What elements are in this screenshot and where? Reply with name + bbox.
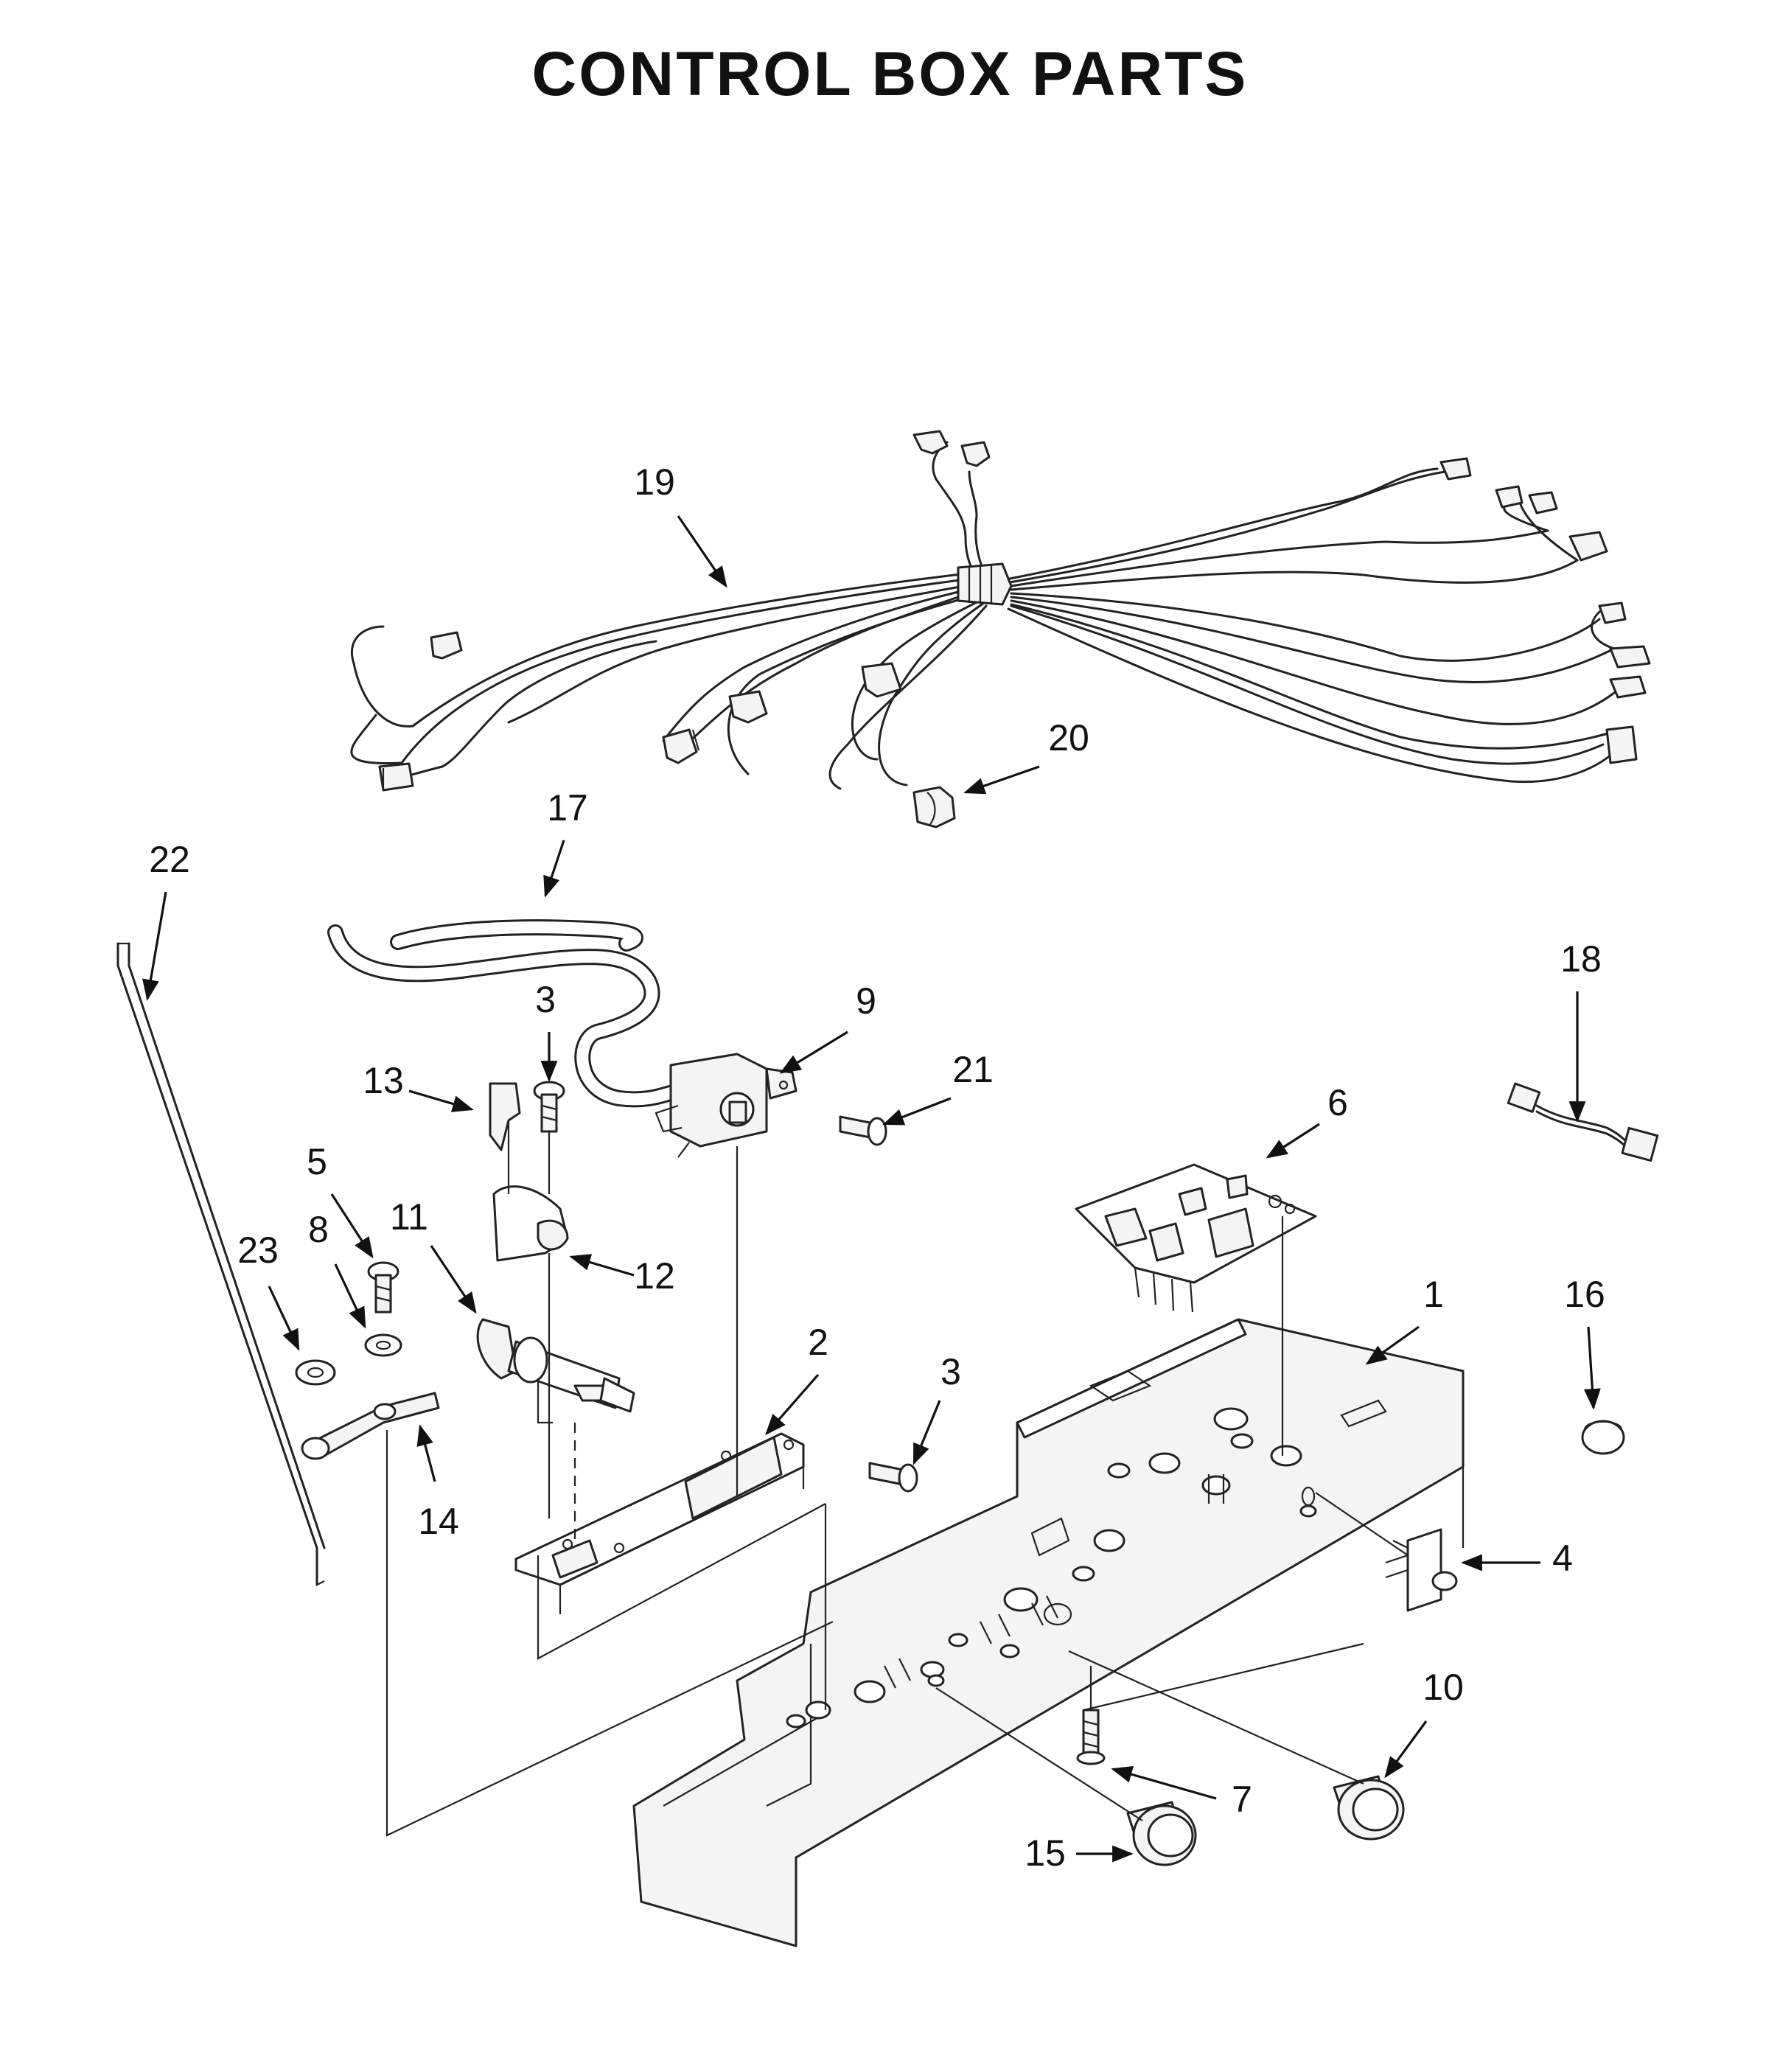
screw-5 — [367, 1261, 399, 1314]
screw-21 — [839, 1115, 887, 1146]
screw-3-left — [533, 1081, 565, 1133]
screw-7 — [1076, 1709, 1106, 1765]
callout-20: 20 — [1048, 717, 1089, 758]
callout-7: 7 — [1232, 1779, 1252, 1820]
thermistor-part — [912, 786, 956, 829]
wire-jumper — [1507, 1082, 1659, 1162]
clip-13 — [489, 1082, 521, 1151]
callout-2: 2 — [808, 1322, 828, 1363]
bracket-12 — [492, 1185, 569, 1262]
callout-3-right: 3 — [940, 1351, 961, 1392]
callout-23: 23 — [237, 1229, 279, 1271]
screw-3-right — [868, 1462, 918, 1493]
callout-1: 1 — [1423, 1274, 1444, 1315]
shaft-11 — [476, 1318, 635, 1413]
assembly-guide-lines — [385, 1120, 1409, 1837]
callout-22: 22 — [149, 839, 190, 880]
callout-13: 13 — [363, 1060, 404, 1101]
washer-8 — [364, 1333, 402, 1357]
wiring-harness — [350, 430, 1651, 792]
washer-23 — [295, 1359, 336, 1386]
control-knob-10 — [1333, 1775, 1405, 1841]
door-switch — [1385, 1528, 1458, 1612]
control-housing — [632, 1318, 1465, 1947]
control-board — [1075, 1163, 1317, 1313]
callout-8: 8 — [308, 1209, 329, 1250]
callout-3-left: 3 — [535, 979, 556, 1020]
callout-14: 14 — [418, 1501, 459, 1542]
callout-12: 12 — [634, 1255, 675, 1297]
callout-5: 5 — [307, 1141, 327, 1182]
callout-9: 9 — [856, 980, 876, 1022]
callout-10: 10 — [1423, 1667, 1464, 1708]
lever-14 — [301, 1392, 440, 1460]
callout-15: 15 — [1025, 1832, 1066, 1874]
callout-16: 16 — [1564, 1274, 1605, 1315]
rod-22 — [116, 942, 326, 1586]
control-knob-15 — [1126, 1801, 1197, 1866]
callout-6: 6 — [1327, 1082, 1348, 1123]
callout-labels: 1 2 3 3 4 5 6 7 8 9 10 11 12 13 14 15 16… — [149, 461, 1605, 1874]
page-title: CONTROL BOX PARTS — [531, 39, 1249, 108]
drain-tube — [327, 919, 686, 1108]
callout-leaders — [142, 515, 1601, 1863]
callout-4: 4 — [1552, 1538, 1573, 1579]
callout-19: 19 — [634, 461, 675, 503]
control-bracket — [514, 1432, 805, 1614]
callout-21: 21 — [952, 1049, 994, 1090]
light-bulb — [1581, 1420, 1625, 1455]
damper-control-part — [655, 1053, 797, 1158]
callout-11: 11 — [390, 1196, 428, 1238]
callout-17: 17 — [547, 787, 588, 829]
callout-18: 18 — [1560, 938, 1602, 980]
